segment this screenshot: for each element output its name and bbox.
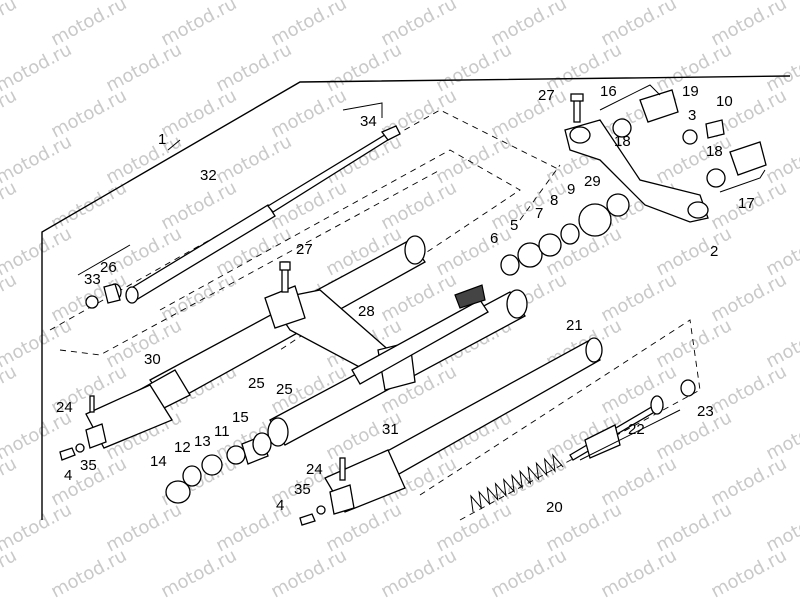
assembly-frame	[41, 75, 791, 520]
callout-34: 34	[360, 113, 377, 130]
watermark-text: motod.ru	[0, 269, 20, 326]
watermark-text: motod.ru	[0, 453, 20, 510]
watermark-text: motod.ru	[157, 545, 240, 600]
callout-5: 5	[510, 217, 518, 234]
watermark-text: motod.ru	[0, 361, 20, 418]
callout-10: 10	[716, 93, 733, 110]
watermark-text: motod.ru	[47, 545, 130, 600]
callout-27: 27	[296, 241, 313, 258]
spring	[470, 453, 564, 513]
callout-1: 1	[158, 131, 166, 148]
callout-35: 35	[80, 457, 97, 474]
seal-stack	[165, 432, 272, 504]
watermark-text: motod.ru	[0, 0, 20, 50]
callout-27: 27	[538, 87, 555, 104]
left-foot-hardware	[59, 395, 326, 526]
watermark-text: motod.ru	[267, 545, 350, 600]
callout-30: 30	[144, 351, 161, 368]
callout-6: 6	[490, 230, 498, 247]
callout-33: 33	[84, 271, 101, 288]
watermark-text: motod.ru	[377, 545, 460, 600]
callout-35: 35	[294, 481, 311, 498]
callout-15: 15	[232, 409, 249, 426]
callout-23: 23	[697, 403, 714, 420]
damper-rod-assembly	[85, 125, 401, 309]
callout-18: 18	[614, 133, 631, 150]
callout-19: 19	[682, 83, 699, 100]
callout-21: 21	[566, 317, 583, 334]
callout-24: 24	[56, 399, 73, 416]
callout-26: 26	[100, 259, 117, 276]
callout-18: 18	[706, 143, 723, 160]
callout-13: 13	[194, 433, 211, 450]
callout-12: 12	[174, 439, 191, 456]
callout-labels: 1 2 3 4 4 5 6 7 8 9 10 11 12 13 14 15 16…	[56, 83, 755, 516]
callout-8: 8	[550, 192, 558, 209]
watermark-text: motod.ru	[487, 545, 570, 600]
top-triple-clamp	[564, 93, 709, 223]
callout-29: 29	[584, 173, 601, 190]
watermark-text: motod.ru	[0, 177, 20, 234]
callout-3: 3	[688, 107, 696, 124]
watermark-text: motod.ru	[0, 85, 20, 142]
right-fork-leg	[267, 284, 528, 447]
right-slider	[324, 337, 603, 515]
inner-rod	[569, 379, 696, 461]
watermark-text: motod.ru	[0, 545, 20, 600]
callout-22: 22	[628, 421, 645, 438]
callout-31: 31	[382, 421, 399, 438]
callout-25: 25	[276, 381, 293, 398]
callout-14: 14	[150, 453, 167, 470]
fork-caps	[612, 89, 767, 188]
callout-25: 25	[248, 375, 265, 392]
callout-9: 9	[567, 181, 575, 198]
callout-20: 20	[546, 499, 563, 516]
callout-4: 4	[64, 467, 72, 484]
callout-11: 11	[214, 423, 230, 440]
callout-2: 2	[710, 243, 718, 260]
group-brackets	[77, 84, 766, 461]
callout-24: 24	[306, 461, 323, 478]
callout-7: 7	[535, 205, 543, 222]
bearing-stack	[500, 193, 630, 276]
fork-brace	[264, 261, 401, 379]
callout-16: 16	[600, 83, 617, 100]
watermark-text: motod.ru	[707, 545, 790, 600]
callout-28: 28	[358, 303, 375, 320]
callout-32: 32	[200, 167, 217, 184]
watermark-text: motod.ru	[597, 545, 680, 600]
callout-4: 4	[276, 497, 284, 514]
callout-17: 17	[738, 195, 755, 212]
